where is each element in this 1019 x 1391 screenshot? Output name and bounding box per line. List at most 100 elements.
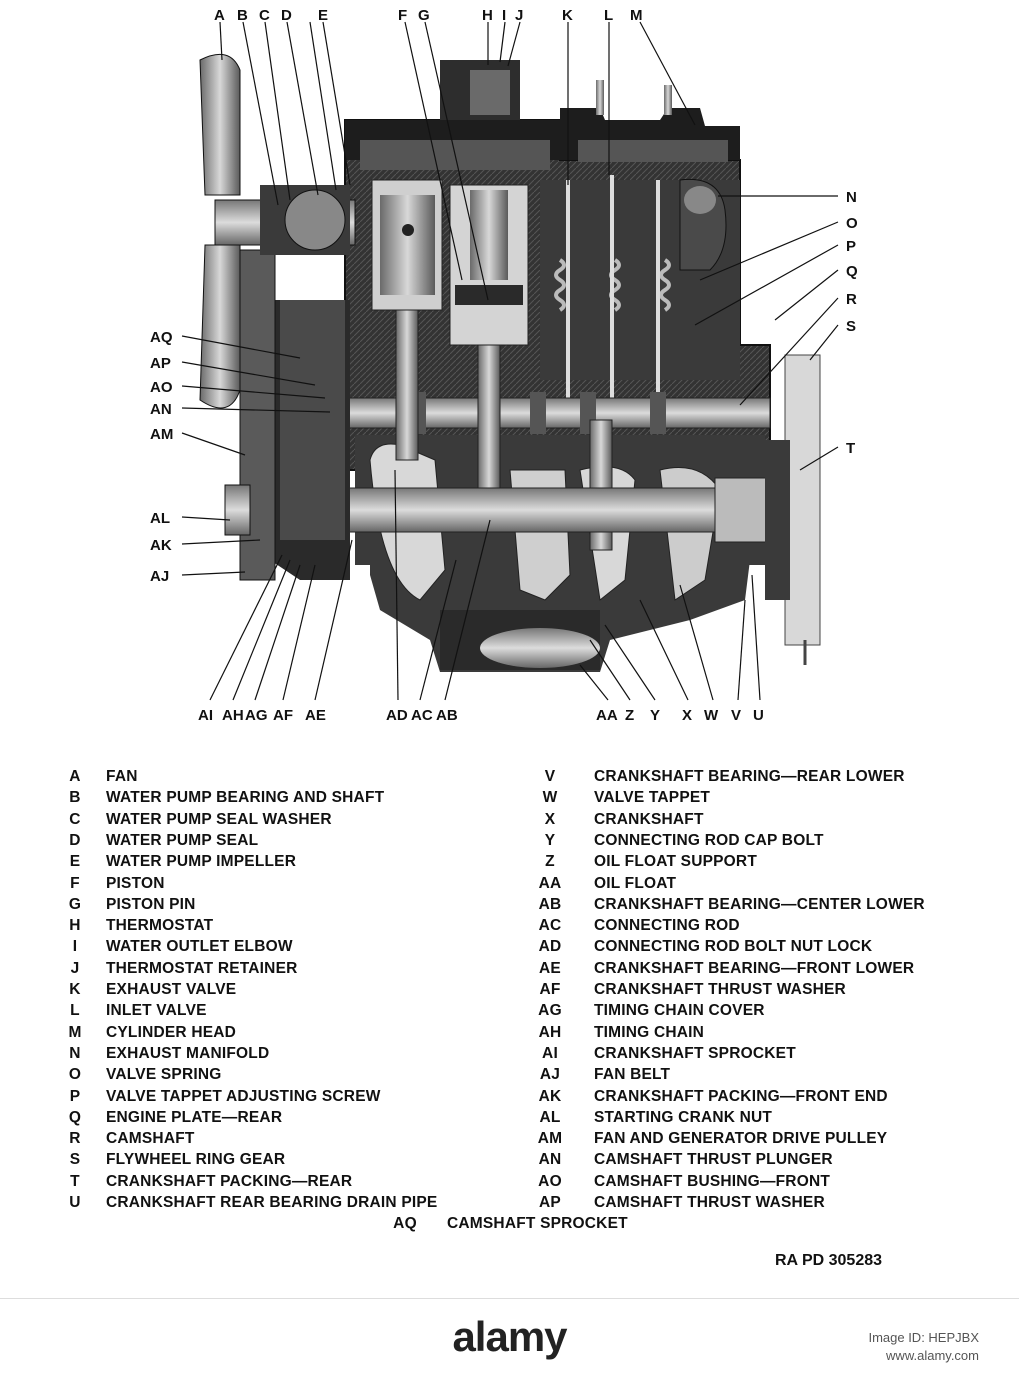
legend-text: VALVE SPRING	[106, 1066, 222, 1084]
callout-letters: A B C D E F G H I J K L M N O P Q R S T …	[150, 7, 858, 724]
legend-text: WATER PUMP BEARING AND SHAFT	[106, 789, 385, 807]
legend-key: G	[68, 895, 82, 913]
callout-G: G	[418, 7, 430, 24]
legend-key: AB	[538, 895, 562, 913]
callout-AL: AL	[150, 510, 170, 527]
stock-footer: alamy Image ID: HEPJBX www.alamy.com	[0, 1298, 1019, 1391]
legend-key: AL	[539, 1108, 561, 1126]
callout-A: A	[214, 7, 225, 24]
legend-key: AI	[542, 1044, 558, 1062]
callout-I: I	[502, 7, 506, 24]
watermark-logo: alamy	[452, 1313, 567, 1360]
callout-AQ: AQ	[150, 329, 173, 346]
legend-text: VALVE TAPPET ADJUSTING SCREW	[106, 1087, 381, 1105]
legend-key: AK	[538, 1087, 562, 1105]
legend-text: CAMSHAFT	[106, 1130, 195, 1148]
legend-key: S	[69, 1151, 81, 1169]
legend-text: TIMING CHAIN COVER	[594, 1002, 765, 1020]
image-id: Image ID: HEPJBX	[868, 1330, 979, 1345]
legend-key: AH	[538, 1023, 562, 1041]
legend-text: CRANKSHAFT BEARING—FRONT LOWER	[594, 959, 915, 977]
legend-text: CRANKSHAFT REAR BEARING DRAIN PIPE	[106, 1194, 438, 1211]
callout-AC: AC	[411, 707, 433, 724]
callout-U: U	[753, 707, 764, 724]
legend-text: CRANKSHAFT PACKING—REAR	[106, 1172, 353, 1190]
legend-text: CAMSHAFT BUSHING—FRONT	[594, 1172, 831, 1190]
legend-text: PISTON	[106, 874, 165, 892]
legend-key: E	[69, 853, 81, 871]
legend-text: CRANKSHAFT SPROCKET	[594, 1044, 796, 1062]
legend-key: AM	[537, 1130, 563, 1148]
legend-text: INLET VALVE	[106, 1002, 207, 1020]
callout-O: O	[846, 215, 858, 232]
callout-AP: AP	[150, 355, 171, 372]
legend-key: N	[69, 1044, 81, 1062]
legend-key: X	[544, 810, 556, 828]
callout-H: H	[482, 7, 493, 24]
legend-key: AD	[538, 938, 562, 956]
legend-text: ENGINE PLATE—REAR	[106, 1108, 283, 1126]
callout-V: V	[731, 707, 741, 724]
legend-key: K	[69, 981, 81, 998]
legend-text: CRANKSHAFT PACKING—FRONT END	[594, 1087, 888, 1105]
legend-text: FAN	[106, 768, 138, 785]
legend-key: AE	[539, 959, 561, 977]
callout-R: R	[846, 291, 857, 308]
legend-text: OIL FLOAT	[594, 874, 677, 892]
legend-key: V	[544, 768, 556, 785]
callout-AG: AG	[245, 707, 268, 724]
legend-key: L	[70, 1002, 80, 1020]
legend-text: VALVE TAPPET	[594, 789, 711, 807]
legend-key: J	[70, 959, 80, 977]
callout-AH: AH	[222, 707, 244, 724]
legend-key: O	[68, 1066, 82, 1084]
legend-key: AC	[538, 917, 562, 935]
legend-key: U	[69, 1194, 81, 1211]
callout-Z: Z	[625, 707, 634, 724]
engine-cutaway-diagram: A B C D E F G H I J K L M N O P Q R S T …	[150, 7, 858, 724]
callout-AJ: AJ	[150, 568, 169, 585]
legend-text: PISTON PIN	[106, 895, 196, 913]
leader-lines	[181, 21, 839, 701]
callout-AF: AF	[273, 707, 293, 724]
callout-K: K	[562, 7, 573, 24]
legend-text: WATER PUMP SEAL	[106, 831, 259, 849]
callout-S: S	[846, 318, 856, 335]
engine-illustration	[199, 53, 821, 672]
callout-AK: AK	[150, 537, 172, 554]
legend-text: THERMOSTAT RETAINER	[106, 959, 298, 977]
plate-number: RA PD 305283	[775, 1252, 883, 1269]
legend-key: Q	[68, 1108, 82, 1126]
legend-text: EXHAUST MANIFOLD	[106, 1044, 270, 1062]
legend-key: P	[69, 1087, 81, 1105]
callout-T: T	[846, 440, 855, 457]
callout-J: J	[515, 7, 523, 24]
legend-key: AA	[538, 874, 562, 892]
site-url: www.alamy.com	[886, 1348, 979, 1363]
callout-AA: AA	[596, 707, 618, 724]
legend-key: T	[70, 1172, 80, 1190]
legend-key: W	[542, 789, 558, 807]
legend-key: AP	[539, 1194, 561, 1211]
legend-text: STARTING CRANK NUT	[594, 1108, 773, 1126]
legend-text: WATER PUMP SEAL WASHER	[106, 810, 332, 828]
legend-text: FAN AND GENERATOR DRIVE PULLEY	[594, 1130, 888, 1148]
legend-text: EXHAUST VALVE	[106, 981, 237, 998]
callout-AE: AE	[305, 707, 326, 724]
legend-key: A	[69, 768, 81, 785]
legend-key: M	[68, 1023, 82, 1041]
legend-text: THERMOSTAT	[106, 917, 214, 935]
callout-Y: Y	[650, 707, 660, 724]
callout-AI: AI	[198, 707, 213, 724]
legend-key: C	[69, 810, 81, 828]
legend-text: OIL FLOAT SUPPORT	[594, 853, 757, 871]
callout-AM: AM	[150, 426, 173, 443]
legend-text: WATER PUMP IMPELLER	[106, 853, 297, 871]
callout-E: E	[318, 7, 328, 24]
legend-key: F	[70, 874, 80, 892]
legend-text: CONNECTING ROD CAP BOLT	[594, 831, 824, 849]
legend-text: CRANKSHAFT BEARING—REAR LOWER	[594, 768, 905, 785]
legend-text: WATER OUTLET ELBOW	[106, 938, 293, 956]
callout-B: B	[237, 7, 248, 24]
legend-key: D	[69, 831, 81, 849]
